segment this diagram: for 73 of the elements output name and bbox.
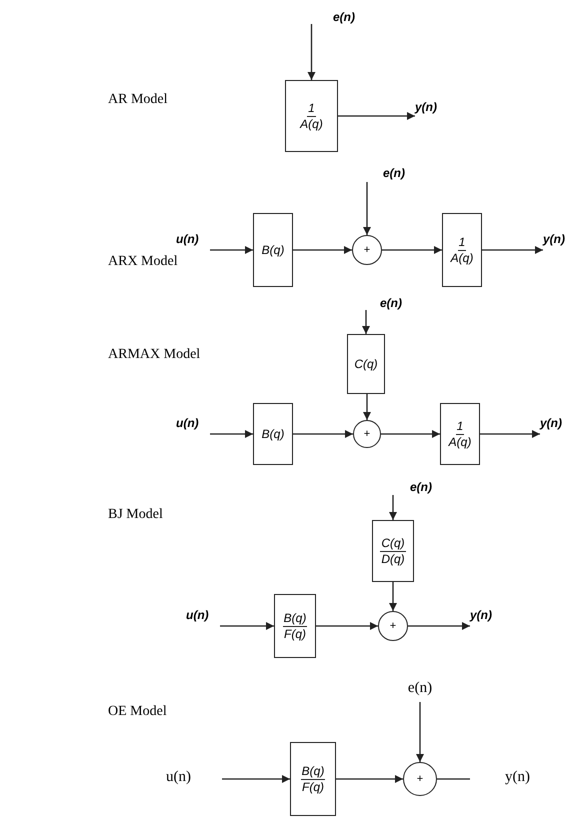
signal-arrow xyxy=(389,582,397,611)
transfer-function-block xyxy=(285,80,338,152)
transfer-function-block xyxy=(274,594,316,658)
signal-arrow xyxy=(222,775,290,783)
plus-sign: + xyxy=(364,428,370,440)
signal-arrow xyxy=(381,430,440,438)
block-label: B(q) xyxy=(262,426,284,442)
signal-arrow xyxy=(210,246,253,254)
model-name: OE Model xyxy=(108,704,167,720)
signal-arrow xyxy=(210,430,253,438)
denominator: A(q) xyxy=(450,250,474,266)
signal-label: e(n) xyxy=(380,296,402,310)
transfer-function-block xyxy=(440,403,480,465)
numerator: 1 xyxy=(458,234,466,250)
signal-label: e(n) xyxy=(410,480,432,494)
signal-label: y(n) xyxy=(470,608,492,622)
transfer-function-block xyxy=(347,334,385,394)
transfer-function-block xyxy=(442,213,482,287)
signal-arrow xyxy=(408,622,470,630)
signal-arrow xyxy=(416,702,424,762)
denominator: D(q) xyxy=(381,552,405,566)
signal-arrow xyxy=(293,430,353,438)
model-name: ARMAX Model xyxy=(108,347,200,363)
plus-sign: + xyxy=(416,773,424,785)
signal-label: u(n) xyxy=(176,416,199,430)
block-label: B(q) xyxy=(262,242,284,258)
signal-label: u(n) xyxy=(176,232,199,246)
signal-label: e(n) xyxy=(383,166,405,180)
plus-sign: + xyxy=(364,244,370,256)
denominator: A(q) xyxy=(300,116,323,132)
signal-label: y(n) xyxy=(505,769,530,786)
numerator: 1 xyxy=(307,100,316,116)
signal-label: y(n) xyxy=(543,232,565,246)
signal-label: u(n) xyxy=(166,769,191,786)
signal-arrow xyxy=(482,246,543,254)
transfer-function-block xyxy=(372,520,414,582)
signal-arrow xyxy=(336,775,403,783)
signal-arrow xyxy=(308,24,316,80)
summing-junction xyxy=(378,611,408,641)
denominator: A(q) xyxy=(448,434,472,450)
signal-arrow xyxy=(316,622,378,630)
numerator: 1 xyxy=(456,418,464,434)
summing-junction xyxy=(403,762,437,796)
signal-arrow xyxy=(362,310,370,334)
signal-label: e(n) xyxy=(408,680,432,697)
summing-junction xyxy=(352,235,382,265)
denominator: F(q) xyxy=(302,780,324,794)
model-name: BJ Model xyxy=(108,507,163,523)
signal-arrow xyxy=(338,112,415,120)
signal-arrow xyxy=(363,394,371,420)
signal-arrow xyxy=(220,622,274,630)
signal-label: y(n) xyxy=(415,100,437,114)
signal-arrow xyxy=(382,246,442,254)
signal-arrow xyxy=(480,430,540,438)
denominator: F(q) xyxy=(284,626,306,642)
signal-arrow xyxy=(389,495,397,520)
transfer-function-block xyxy=(253,403,293,465)
signal-arrow xyxy=(293,246,352,254)
signal-label: u(n) xyxy=(186,608,209,622)
signal-label: y(n) xyxy=(540,416,562,430)
plus-sign: + xyxy=(390,620,396,632)
model-name: AR Model xyxy=(108,92,168,108)
transfer-function-block xyxy=(253,213,293,287)
block-label: C(q) xyxy=(354,356,378,372)
signal-label: e(n) xyxy=(333,10,355,24)
signal-line xyxy=(437,778,470,780)
numerator: C(q) xyxy=(380,536,406,552)
signal-arrow xyxy=(363,182,371,235)
transfer-function-block xyxy=(290,742,336,816)
model-name: ARX Model xyxy=(108,254,178,270)
summing-junction xyxy=(353,420,381,448)
numerator: B(q) xyxy=(300,764,326,780)
numerator: B(q) xyxy=(282,610,308,626)
